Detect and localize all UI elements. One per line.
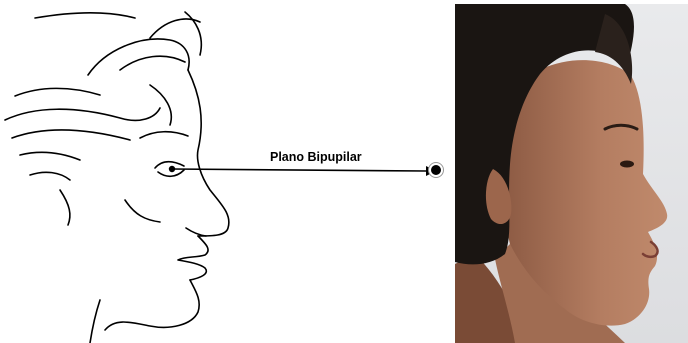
hair-stroke (150, 19, 200, 38)
hair-stroke (30, 172, 70, 180)
hair-stroke (60, 190, 70, 225)
hair-stroke (15, 88, 100, 96)
hair-stroke (120, 56, 185, 70)
hair-stroke (20, 152, 80, 160)
cheek-line (125, 200, 160, 222)
hair-stroke (88, 39, 189, 75)
hair-stroke (150, 85, 171, 125)
hair-stroke (12, 130, 130, 140)
bipupilar-line (172, 169, 426, 171)
chin-jaw (105, 280, 199, 330)
face-profile (188, 70, 229, 236)
photo-eye (620, 161, 634, 168)
lips (178, 236, 208, 280)
arrow-label: Plano Bipupilar (270, 150, 362, 164)
nose-detail (186, 228, 206, 236)
eyebrow (140, 132, 188, 138)
profile-sketch (0, 0, 455, 343)
hair-stroke (5, 108, 160, 120)
profile-photo (455, 4, 688, 343)
neck-line (90, 300, 100, 343)
hair-stroke (35, 13, 135, 18)
target-dot-icon (429, 163, 443, 177)
